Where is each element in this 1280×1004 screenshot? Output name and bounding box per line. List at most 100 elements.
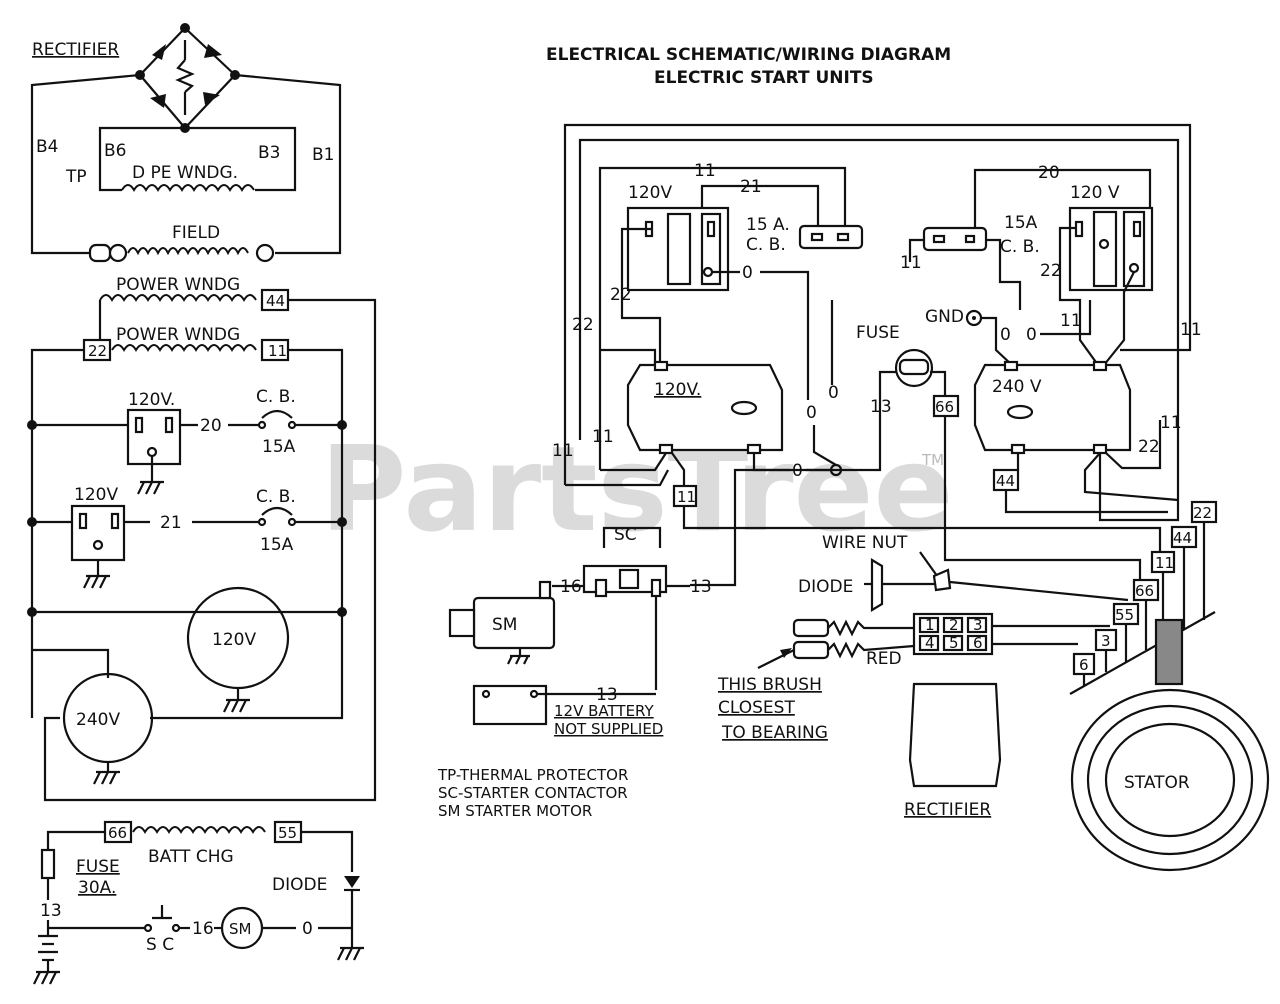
wire-11-tag: 11: [268, 342, 287, 360]
stator-wire-bundle: [1154, 618, 1184, 686]
w0-b: 0: [792, 461, 803, 481]
b4-label: B4: [36, 137, 58, 157]
w11-tag: 11: [677, 488, 696, 506]
legend-tp: TP-THERMAL PROTECTOR: [437, 766, 628, 784]
receptacle-240-label: 240 V: [992, 377, 1042, 397]
legend: TP-THERMAL PROTECTOR SC-STARTER CONTACTO…: [437, 766, 628, 820]
diode-icon: [150, 94, 166, 108]
tag-11: 11: [1155, 554, 1174, 572]
terminal-2: 2: [949, 616, 959, 634]
this-brush-label: THIS BRUSH: [717, 675, 822, 695]
receptacle-120-left-label: 120V: [628, 183, 672, 203]
tag-66: 66: [1135, 582, 1154, 600]
dpe-winding-coil: [121, 184, 255, 192]
w44-tag: 44: [996, 472, 1015, 490]
w13-b: 13: [690, 577, 712, 597]
brush-icon: [792, 640, 830, 660]
wire-66-tag: 66: [108, 824, 127, 842]
red-label: RED: [866, 649, 902, 669]
brush-icon: [792, 618, 830, 638]
w11-top-left: 11: [694, 161, 716, 181]
w0-a: 0: [742, 263, 753, 283]
trademark: TM: [921, 451, 944, 469]
gnd-label: GND: [925, 307, 964, 327]
battery-line2: NOT SUPPLIED: [554, 720, 663, 738]
batt-charge-coil: [132, 826, 266, 834]
sm-wiring-label: SM: [492, 615, 517, 635]
w11-f: 11: [1160, 413, 1182, 433]
tp-label: TP: [65, 167, 87, 187]
wire-20-label: 20: [200, 416, 222, 436]
fuse-label: FUSE: [76, 857, 120, 877]
diode-label: DIODE: [272, 875, 327, 895]
w22-a: 22: [610, 285, 632, 305]
w0-d: 0: [828, 383, 839, 403]
tag-55: 55: [1115, 606, 1134, 624]
terminal-4: 4: [925, 634, 935, 652]
closest-label: CLOSEST: [718, 698, 795, 718]
w0-c: 0: [806, 403, 817, 423]
title-line1: ELECTRICAL SCHEMATIC/WIRING DIAGRAM: [546, 45, 951, 65]
terminal-1: 1: [925, 616, 935, 634]
stator: [1070, 688, 1270, 872]
sm-label: SM: [229, 920, 251, 938]
varistor-icon: [175, 59, 195, 93]
receptacle-120-right-label: 120 V: [1070, 183, 1120, 203]
cb1-label: C. B.: [256, 387, 296, 407]
wire-0-label: 0: [302, 919, 313, 939]
cb2-rating: 15A: [260, 535, 294, 555]
cb2-label: C. B.: [256, 487, 296, 507]
b3-label: B3: [258, 143, 280, 163]
tag-44: 44: [1173, 529, 1192, 547]
terminal-3: 3: [973, 616, 983, 634]
power-winding-coil-2: [111, 344, 257, 352]
ground-screw-icon: [965, 309, 983, 327]
w22-d: 22: [1138, 437, 1160, 457]
to-bearing-label: TO BEARING: [721, 723, 828, 743]
wire-nut-label: WIRE NUT: [822, 533, 908, 553]
stator-label: STATOR: [1124, 773, 1190, 793]
wire-21-label: 21: [160, 513, 182, 533]
w21-top-left: 21: [740, 177, 762, 197]
diode-icon: [203, 92, 220, 105]
cb-right-label: 15A: [1004, 213, 1038, 233]
brush-icon: [88, 243, 112, 263]
b6-label: B6: [104, 141, 126, 161]
tag-6: 6: [1079, 656, 1089, 674]
power-wndg-top-label: POWER WNDG: [116, 275, 240, 295]
breaker-icon: [261, 409, 293, 419]
cb-left-label: 15 A.: [746, 215, 790, 235]
power-wndg-bottom-label: POWER WNDG: [116, 325, 240, 345]
terminal-6: 6: [973, 634, 983, 652]
wire-13-label: 13: [40, 901, 62, 921]
rectifier-block: [908, 682, 1002, 788]
wire-nut-icon: [932, 568, 952, 592]
field-coil: [127, 247, 249, 256]
w20-top-right: 20: [1038, 163, 1060, 183]
terminal-5: 5: [949, 634, 959, 652]
battery: [472, 684, 548, 726]
fuse-rating: 30A.: [78, 878, 116, 898]
breaker-icon: [798, 224, 864, 250]
diode-icon: [152, 44, 166, 60]
batt-chg-label: BATT CHG: [148, 847, 234, 867]
w22-b: 22: [572, 315, 594, 335]
cb-left-b-label: C. B.: [746, 235, 786, 255]
w13-c: 13: [596, 685, 618, 705]
power-winding-coil: [99, 294, 257, 302]
w0-g: 0: [1026, 325, 1037, 345]
outlet-120v-round-label: 120V: [212, 630, 256, 650]
fuse-label-wiring: FUSE: [856, 323, 900, 343]
w11-d: 11: [552, 441, 574, 461]
diode-wiring-label: DIODE: [798, 577, 853, 597]
cb1-rating: 15A: [262, 437, 296, 457]
wire-44-tag: 44: [266, 292, 285, 310]
b1-label: B1: [312, 145, 334, 165]
legend-sm: SM STARTER MOTOR: [438, 802, 592, 820]
w66-tag: 66: [935, 398, 954, 416]
w11-e: 11: [592, 427, 614, 447]
w11-a: 11: [900, 253, 922, 273]
title-line2: ELECTRIC START UNITS: [654, 68, 874, 88]
schematic: RECTIFIER B4 B6 B3 B1 TP D PE WNDG. FIEL…: [27, 23, 377, 985]
